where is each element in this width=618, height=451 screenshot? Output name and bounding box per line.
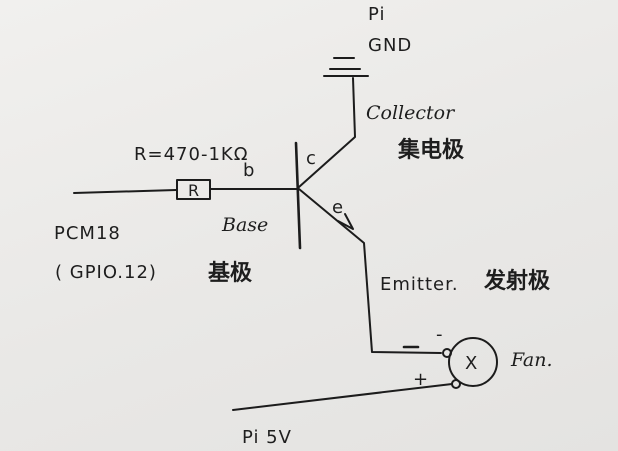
ground-symbol: [323, 57, 369, 77]
fan-symbol: X: [465, 353, 478, 374]
emitter-letter: e: [332, 197, 344, 218]
base-label: Base: [221, 214, 268, 236]
emitter-chinese-label: 发射极: [483, 268, 551, 294]
fan-terminal-minus: [442, 348, 452, 358]
plus-sign: +: [413, 369, 429, 390]
supply-wire: [232, 383, 453, 411]
transistor-base-bar: [294, 141, 302, 250]
base-chinese-label: 基极: [208, 261, 253, 286]
resistor-symbol-label: R: [188, 181, 200, 200]
pin-name-label: PCM18: [54, 223, 121, 244]
collector-label: Collector: [366, 102, 456, 124]
emitter-arrow: [337, 213, 354, 230]
emitter-label: Emitter.: [380, 274, 459, 295]
fan-circle: [448, 337, 498, 387]
collector-wire: [298, 77, 356, 188]
fan-terminal-plus: [451, 379, 461, 389]
base-wire-left: [73, 189, 177, 194]
collector-letter: c: [306, 148, 317, 169]
collector-chinese-label: 集电极: [397, 137, 465, 163]
fan-label: Fan.: [510, 349, 553, 371]
gnd-label: GND: [368, 35, 412, 56]
base-letter: b: [243, 160, 255, 181]
resistor-value-label: R=470-1KΩ: [134, 144, 248, 165]
pi-top-label: Pi: [368, 4, 385, 25]
resistor: [176, 179, 211, 200]
emitter-wire: [298, 188, 442, 354]
minus-sign: -: [436, 324, 444, 345]
supply-label: Pi 5V: [242, 427, 292, 448]
gpio-label: ( GPIO.12): [55, 262, 157, 283]
